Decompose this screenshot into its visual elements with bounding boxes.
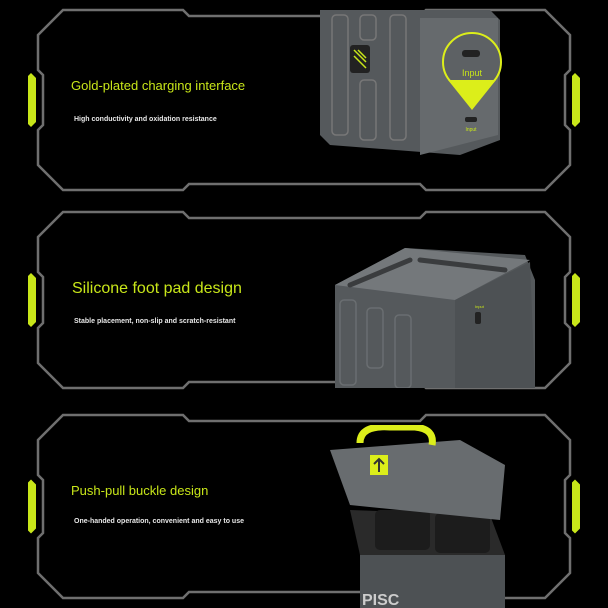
- handle: [356, 425, 436, 446]
- product-image-charging-port: Input Input: [320, 10, 502, 155]
- left-accent-tab: [28, 479, 36, 534]
- product-image-buckle: PISC: [330, 425, 505, 608]
- battery-slot: [375, 510, 430, 550]
- panel-3-subtitle: One-handed operation, convenient and eas…: [74, 518, 244, 525]
- left-accent-tab: [28, 273, 36, 327]
- port-label: Input: [465, 127, 477, 133]
- callout-label: Input: [462, 68, 483, 78]
- panel-1-title: Gold-plated charging interface: [71, 78, 246, 93]
- panel-2-title: Silicone foot pad design: [72, 280, 242, 297]
- right-accent-tab: [572, 73, 580, 127]
- product-image-foot-pad: Input: [335, 248, 535, 388]
- panel-frame: [36, 413, 572, 600]
- battery-slot: [435, 513, 490, 553]
- panel-3-title: Push-pull buckle design: [71, 483, 209, 498]
- panel-frame: [36, 210, 572, 390]
- right-accent-tab: [572, 273, 580, 327]
- brand-text: PISC: [362, 592, 400, 608]
- usb-c-port-icon: [475, 312, 481, 324]
- panel-2-subtitle: Stable placement, non-slip and scratch-r…: [74, 318, 236, 325]
- panel-1-subtitle: High conductivity and oxidation resistan…: [74, 116, 217, 123]
- right-accent-tab: [572, 479, 580, 534]
- usb-c-port-icon: [462, 50, 480, 57]
- port-label: Input: [475, 304, 485, 309]
- power-logo-icon: [350, 45, 370, 73]
- left-accent-tab: [28, 73, 36, 127]
